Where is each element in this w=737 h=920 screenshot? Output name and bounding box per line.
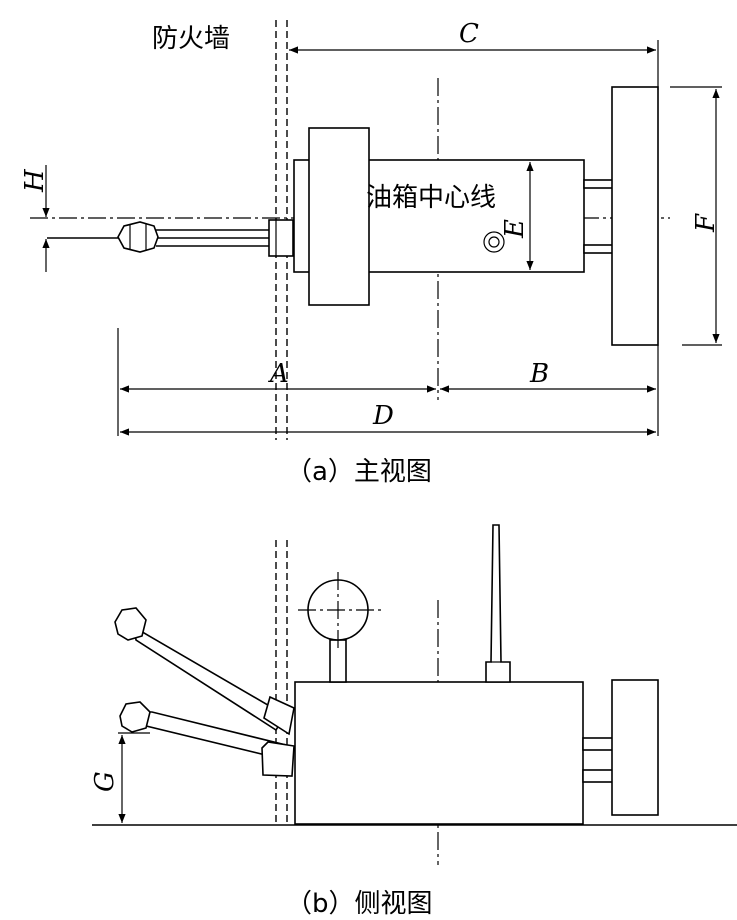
nozzle-nut	[117, 221, 159, 253]
dimension-G-label: G	[90, 771, 120, 792]
firewall-connector	[268, 219, 294, 257]
upper-pipe-nozzle	[114, 607, 147, 641]
dimension-A-label: A	[268, 359, 289, 389]
upper-pipe-fitting	[263, 695, 295, 736]
caption-side-view: （b）侧视图	[286, 889, 433, 919]
dimension-D-label: D	[372, 401, 394, 431]
lower-outlet-pipe	[119, 701, 295, 777]
dimension-F-label: F	[691, 213, 721, 233]
lower-pipe-fitting	[261, 741, 295, 777]
tank-flange	[308, 127, 370, 306]
upper-outlet-pipe	[114, 607, 295, 736]
lower-pipe-nozzle	[119, 701, 151, 733]
right-plate	[611, 86, 659, 346]
dimension-H-label: H	[20, 168, 50, 193]
caption-front-view: （a）主视图	[286, 457, 432, 487]
side-right-plate	[611, 679, 659, 816]
vent-pipe	[485, 524, 511, 683]
dimension-C-label: C	[459, 19, 479, 49]
side-right-connector-top	[582, 737, 614, 751]
tank-center-line-label: 油箱中心线	[366, 183, 496, 213]
right-connector-top	[583, 179, 615, 189]
side-view: G （b）侧视图	[90, 524, 737, 919]
dimension-B-label: B	[529, 359, 549, 389]
firewall-label: 防火墙	[152, 24, 230, 54]
side-tank-body	[294, 681, 584, 825]
filler-cap-symbol	[483, 231, 505, 253]
right-connector-bottom	[583, 244, 615, 254]
dimension-E-label: E	[500, 219, 530, 239]
side-right-connector-bottom	[582, 769, 614, 783]
front-view: 防火墙 油箱中心线 E F	[20, 19, 722, 487]
